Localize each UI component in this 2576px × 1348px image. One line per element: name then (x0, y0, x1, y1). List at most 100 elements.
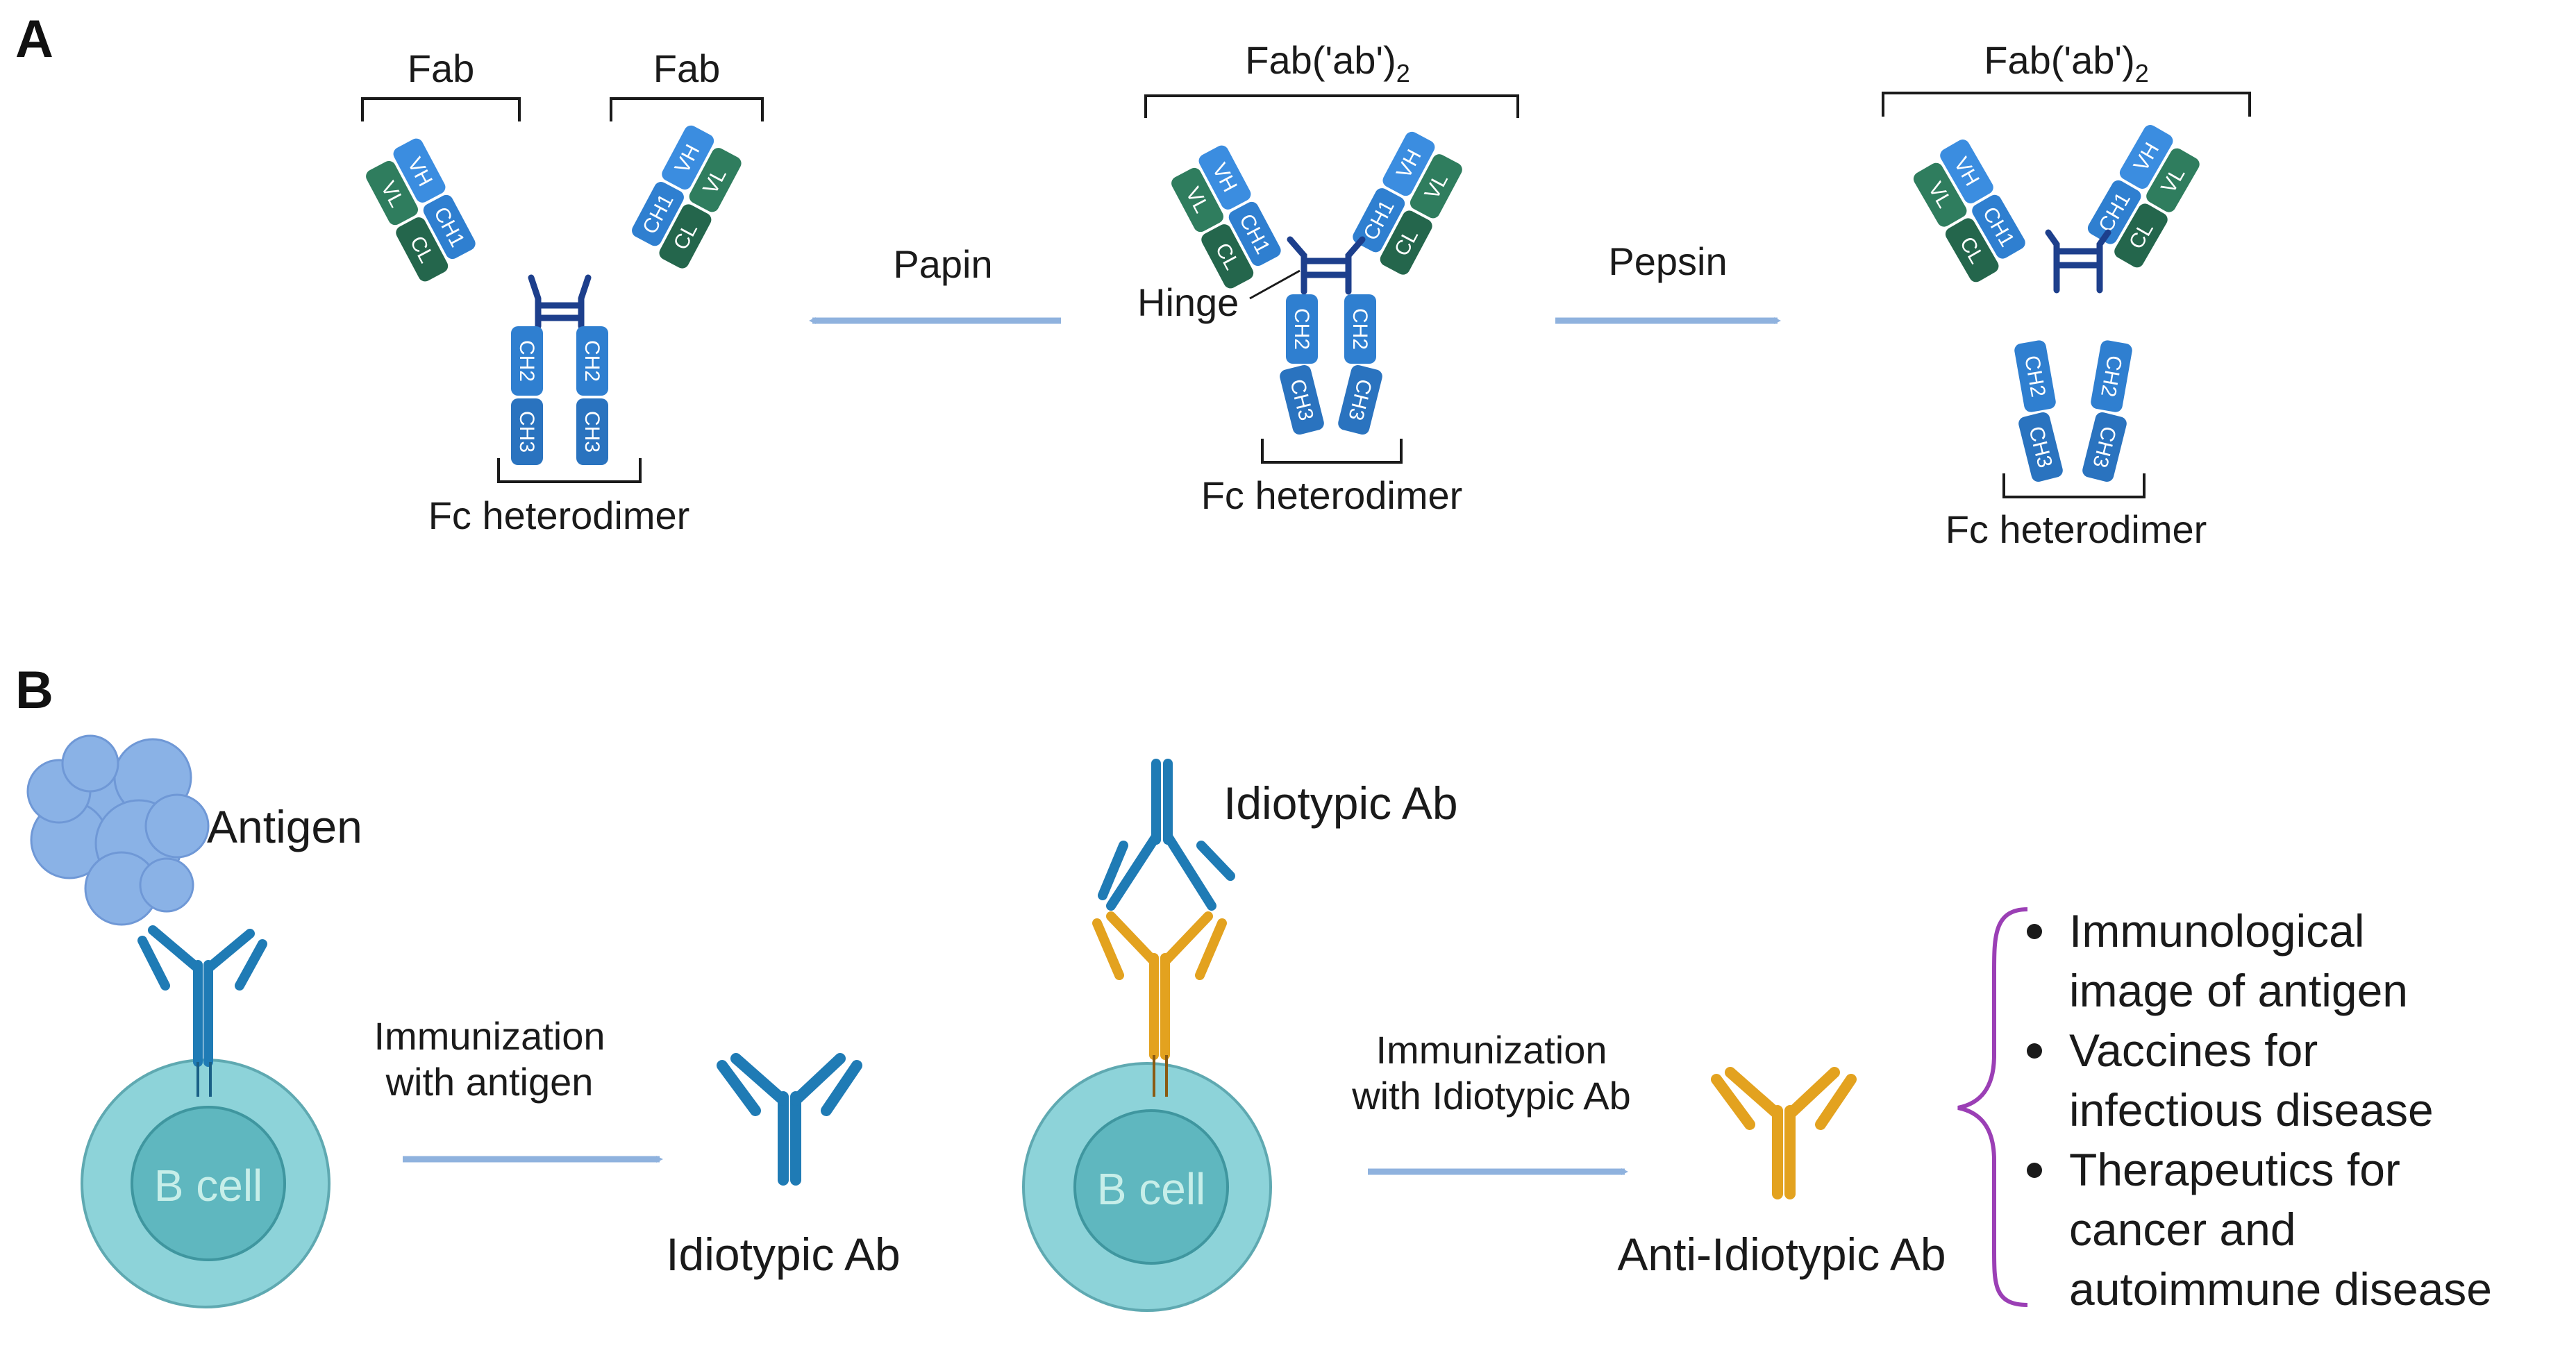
vh-domain (2119, 125, 2173, 189)
ch1-domain (1972, 194, 2025, 259)
pepsin-products: Fab('ab')2 VL CL VH CH1 VH CH1 VL CL CH2 (1882, 38, 2251, 551)
fc-label: Fc heterodimer (428, 494, 690, 537)
app-1-line-2: image of antigen (2069, 965, 2408, 1016)
hinge-disulfide (2045, 229, 2111, 294)
ch3-domain (576, 398, 608, 465)
app-2-line-2: infectious disease (2069, 1084, 2434, 1136)
cl-domain (1380, 210, 1432, 275)
bullet (2027, 1043, 2042, 1059)
ch3-domain (2018, 412, 2063, 482)
anti-idiotypic-antibody (1711, 1067, 1857, 1199)
fab-left-label: Fab (408, 47, 475, 90)
ch1-domain (1228, 201, 1281, 267)
vh-domain (1940, 140, 1993, 203)
vl-domain (366, 160, 418, 226)
ch2-domain (1286, 294, 1318, 364)
fab-right-label: Fab (653, 47, 721, 90)
ch2-domain (2091, 340, 2132, 412)
vl-domain (1410, 154, 1462, 219)
antigen-label: Antigen (207, 801, 362, 852)
fc-fragment-papain: CH2 CH2 CH3 CH3 (511, 274, 608, 465)
app-1-line-1: Immunological (2069, 905, 2365, 957)
fab-right-arm: VH CH1 VL CL (632, 125, 742, 269)
applications-brace (1957, 907, 2028, 1307)
ch3-label: CH3 (515, 411, 538, 453)
fab-left-bracket (361, 97, 521, 121)
vh-domain (662, 125, 714, 190)
vh-domain (1382, 131, 1435, 196)
fab2-bracket (1144, 94, 1519, 118)
fc-label: Fc heterodimer (1201, 473, 1463, 517)
vh-domain (393, 138, 446, 203)
idiotypic-ab-label: Idiotypic Ab (666, 1229, 901, 1280)
vl-domain (689, 148, 742, 212)
b-cell-receptor (137, 925, 267, 1067)
anti-idiotypic-receptor (1092, 911, 1227, 1060)
panel-b-label: B (15, 661, 53, 720)
b-cell-label: B cell (154, 1161, 263, 1211)
pepsin-label: Pepsin (1608, 239, 1727, 283)
hinge-disulfide (1287, 236, 1366, 295)
fab2-bracket (1882, 92, 2251, 117)
vl-domain (1171, 167, 1223, 233)
bound-idiotypic-antibody (1098, 759, 1235, 911)
app-3-line-3: autoimmune disease (2069, 1263, 2492, 1315)
fab-arm-left: VL CL VH CH1 (1171, 145, 1281, 289)
cl-domain (2114, 203, 2168, 268)
ch1-domain (632, 182, 684, 246)
app-3-line-2: cancer and (2069, 1204, 2296, 1255)
b-cell-label: B cell (1097, 1164, 1206, 1214)
vh-domain (1198, 145, 1251, 210)
hinge-disulfide (528, 274, 592, 330)
fab2-label-right: Fab('ab')2 (1984, 38, 2149, 87)
ch2-domain (2014, 340, 2056, 412)
ch3-domain (511, 398, 543, 465)
bullet (2027, 1163, 2042, 1178)
fc-bracket (2002, 473, 2146, 498)
ch2-label: CH2 (1348, 308, 1371, 350)
ch1-domain (1353, 188, 1405, 253)
applications-list: Immunological image of antigen Vaccines … (2027, 905, 2492, 1315)
vl-domain (2146, 148, 2200, 212)
ch2-label: CH2 (515, 340, 538, 382)
ch1-domain (2087, 180, 2141, 244)
cell-nucleus (1073, 1109, 1229, 1265)
idiotypic-ab-label-top: Idiotypic Ab (1223, 777, 1458, 829)
idiotypic-antibody (717, 1053, 862, 1186)
ch2-label: CH2 (580, 340, 603, 382)
ch1-domain (423, 194, 476, 260)
fc-bracket (1261, 439, 1403, 464)
cell-nucleus (131, 1106, 286, 1261)
ch3-domain (1280, 364, 1324, 435)
papin-label: Papin (893, 242, 992, 286)
fab2-arm-left: VL CL VH CH1 (1913, 140, 2025, 283)
fab-left-arm: VL CL VH CH1 (366, 138, 476, 282)
fab-right-bracket (610, 97, 764, 121)
antigen-blob (26, 734, 210, 926)
ch2-label: CH2 (1290, 308, 1313, 350)
cl-domain (1201, 224, 1254, 289)
ch2-domain (511, 326, 543, 396)
b-cell-2: B cell (1022, 759, 1272, 1312)
ch3-label: CH3 (580, 411, 603, 453)
fc-bracket (497, 458, 642, 483)
immunization-antigen-line1: Immunization (374, 1014, 605, 1058)
cl-domain (396, 217, 449, 282)
immunization-idiotypic-line2: with Idiotypic Ab (1351, 1074, 1631, 1118)
intact-antibody: Fab('ab')2 VL CL VH CH1 VH CH1 VL CL Hin… (1137, 38, 1519, 517)
anti-idiotypic-ab-label: Anti-Idiotypic Ab (1617, 1229, 1946, 1280)
immunization-antigen-line2: with antigen (385, 1060, 594, 1104)
ch2-domain (576, 326, 608, 396)
app-3-line-1: Therapeutics for (2069, 1144, 2400, 1195)
fc-label: Fc heterodimer (1946, 507, 2207, 551)
ch2-domain (1344, 294, 1376, 364)
cl-domain (659, 204, 712, 269)
hinge-pointer (1249, 269, 1300, 300)
fab-arm-right: VH CH1 VL CL (1353, 131, 1462, 275)
papain-products: Fab Fab VL CL VH CH1 VH CH1 VL CL (361, 47, 764, 537)
hinge-label: Hinge (1137, 280, 1239, 324)
cl-domain (1945, 218, 1999, 283)
app-2-line-1: Vaccines for (2069, 1025, 2318, 1076)
b-cell-1: B cell (81, 925, 331, 1308)
